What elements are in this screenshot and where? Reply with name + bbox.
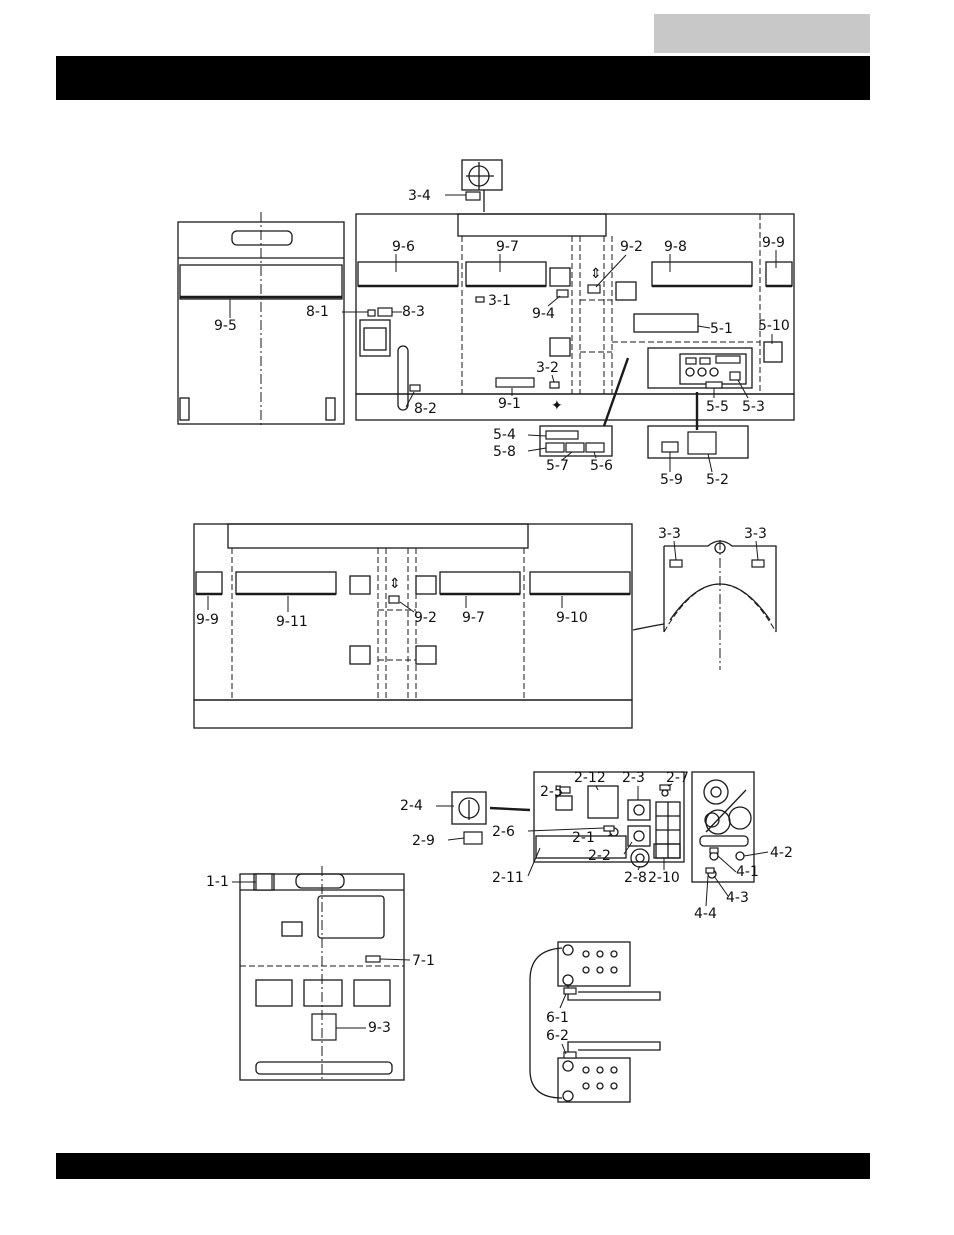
label-4-1: 4-1 — [736, 864, 759, 880]
label-5-9: 5-9 — [660, 472, 683, 488]
label-2-2: 2-2 — [588, 848, 611, 864]
battery-view: 6-1 6-2 — [529, 941, 661, 1103]
label-2-4: 2-4 — [400, 798, 423, 814]
label-8-1: 8-1 — [306, 304, 329, 320]
label-4-2: 4-2 — [770, 845, 793, 861]
mark-glyph: ✦ — [551, 398, 563, 414]
label-9-7-right: 9-7 — [462, 610, 485, 626]
label-9-9: 9-9 — [762, 235, 785, 251]
arrow-glyph: ⇕ — [590, 266, 602, 282]
label-2-7: 2-7 — [666, 770, 689, 786]
label-9-10: 9-10 — [556, 610, 588, 626]
label-5-3: 5-3 — [742, 399, 765, 415]
label-3-1: 3-1 — [488, 293, 511, 309]
label-4-3: 4-3 — [726, 890, 749, 906]
label-9-6: 9-6 — [392, 239, 415, 255]
arrow-glyph: ⇕ — [389, 576, 401, 592]
right-side-view: ⇕ 9-9 9-11 9-2 9-7 9-10 3-3 3-3 — [193, 523, 777, 729]
label-9-5: 9-5 — [214, 318, 237, 334]
label-6-1: 6-1 — [546, 1010, 569, 1026]
label-2-12: 2-12 — [574, 770, 606, 786]
rear-end-view: 1-1 7-1 9-3 — [206, 866, 435, 1082]
label-5-4: 5-4 — [493, 427, 516, 443]
label-9-2: 9-2 — [620, 239, 643, 255]
label-3-4: 3-4 — [408, 188, 431, 204]
label-3-3-left: 3-3 — [658, 526, 681, 542]
front-end-view: 9-5 — [177, 212, 345, 428]
label-5-5: 5-5 — [706, 399, 729, 415]
label-9-9-right: 9-9 — [196, 612, 219, 628]
label-5-2: 5-2 — [706, 472, 729, 488]
label-2-5: 2-5 — [540, 784, 563, 800]
label-8-3: 8-3 — [402, 304, 425, 320]
label-9-4: 9-4 — [532, 306, 555, 322]
label-1-1: 1-1 — [206, 874, 229, 890]
label-4-4: 4-4 — [694, 906, 717, 922]
label-9-7: 9-7 — [496, 239, 519, 255]
label-9-1: 9-1 — [498, 396, 521, 412]
label-9-11: 9-11 — [276, 614, 308, 630]
label-3-2: 3-2 — [536, 360, 559, 376]
label-5-10: 5-10 — [758, 318, 790, 334]
footer-bar — [56, 1153, 870, 1179]
label-7-1: 7-1 — [412, 953, 435, 969]
label-2-6: 2-6 — [492, 824, 515, 840]
label-2-10: 2-10 — [648, 870, 680, 886]
label-2-3: 2-3 — [622, 770, 645, 786]
header-tab — [654, 14, 870, 53]
label-5-8: 5-8 — [493, 444, 516, 460]
label-8-2: 8-2 — [414, 401, 437, 417]
left-side-view: 3-4 — [306, 159, 795, 488]
label-2-11: 2-11 — [492, 870, 524, 886]
label-2-1: 2-1 — [572, 830, 595, 846]
label-6-2: 6-2 — [546, 1028, 569, 1044]
label-5-1: 5-1 — [710, 321, 733, 337]
label-5-6: 5-6 — [590, 458, 613, 474]
label-2-9: 2-9 — [412, 833, 435, 849]
header-bar — [56, 56, 870, 100]
battery-terminals — [562, 944, 618, 1102]
label-5-7: 5-7 — [546, 458, 569, 474]
control-panel-view: 2-12 2-3 2-7 2-5 2-4 2-6 2-1 2-9 2-2 2-1… — [400, 770, 793, 922]
label-9-8: 9-8 — [664, 239, 687, 255]
label-9-3: 9-3 — [368, 1020, 391, 1036]
label-3-3-right: 3-3 — [744, 526, 767, 542]
label-9-2-right: 9-2 — [414, 610, 437, 626]
label-2-8: 2-8 — [624, 870, 647, 886]
